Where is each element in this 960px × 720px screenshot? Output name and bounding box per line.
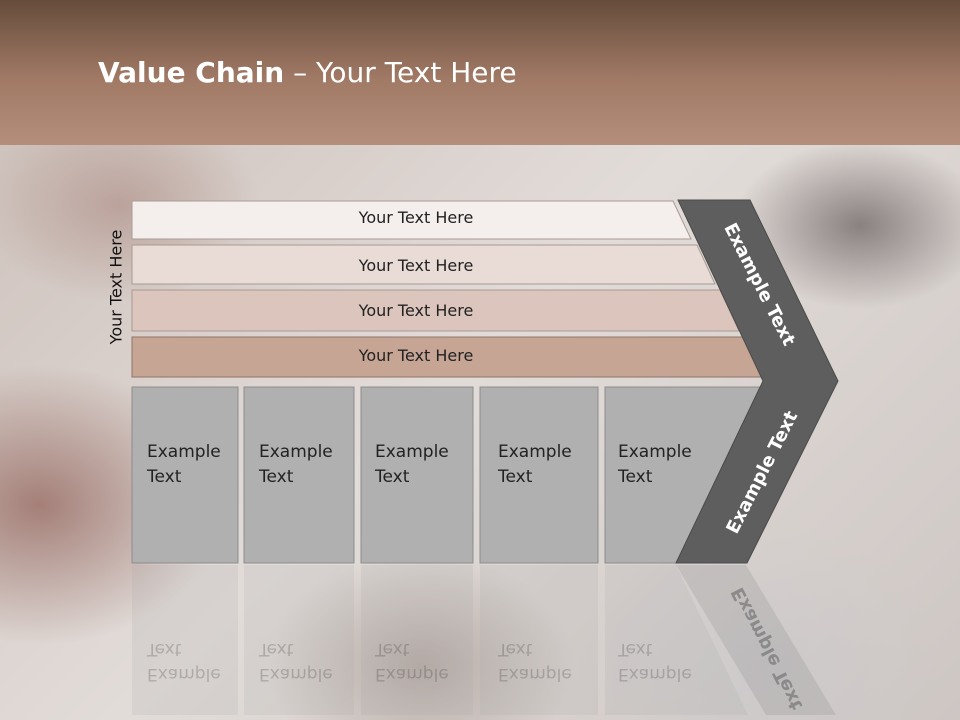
column-5-label: Example Text bbox=[618, 440, 710, 490]
column-5-label-line1: Example bbox=[618, 442, 692, 462]
column-1-label: Example Text bbox=[147, 440, 239, 490]
column-4-shape bbox=[479, 386, 599, 564]
slide-title-rest: – Your Text Here bbox=[284, 56, 517, 89]
chevron-shape bbox=[675, 199, 839, 564]
column-4-label: Example Text bbox=[498, 440, 590, 490]
column-5-reflection-line1: Example bbox=[618, 664, 692, 684]
column-2-label-line2: Text bbox=[259, 467, 294, 487]
column-5-reflection-line2: Text bbox=[618, 639, 653, 659]
column-1-reflection-line2: Text bbox=[147, 639, 182, 659]
bar-4-label: Your Text Here bbox=[358, 346, 474, 365]
column-4-label-reflection: Example Text bbox=[498, 636, 590, 686]
columns-reflection bbox=[132, 565, 836, 715]
column-1-label-reflection: Example Text bbox=[147, 636, 239, 686]
column-4-reflection-line1: Example bbox=[498, 664, 572, 684]
column-5-label-reflection: Example Text bbox=[618, 636, 710, 686]
column-2-shape bbox=[243, 386, 355, 564]
column-2-label-reflection: Example Text bbox=[259, 636, 351, 686]
column-4-reflection-line2: Text bbox=[498, 639, 533, 659]
bar-1-shape bbox=[131, 200, 692, 240]
bar-2-label: Your Text Here bbox=[358, 256, 474, 275]
column-1-label-line1: Example bbox=[147, 442, 221, 462]
column-3-label-line2: Text bbox=[375, 467, 410, 487]
column-1-shape bbox=[131, 386, 239, 564]
column-1-label-line2: Text bbox=[147, 467, 182, 487]
bar-3-label: Your Text Here bbox=[358, 301, 474, 320]
column-2-reflection-line1: Example bbox=[259, 664, 333, 684]
column-4-label-line2: Text bbox=[498, 467, 533, 487]
bar-2-shape bbox=[131, 244, 716, 285]
column-1-reflection-line1: Example bbox=[147, 664, 221, 684]
column-4-label-line1: Example bbox=[498, 442, 572, 462]
slide-title: Value Chain – Your Text Here bbox=[98, 56, 517, 89]
column-2-label-line1: Example bbox=[259, 442, 333, 462]
column-3-reflection-line1: Example bbox=[375, 664, 449, 684]
slide-title-bold: Value Chain bbox=[98, 56, 285, 89]
column-3-label-line1: Example bbox=[375, 442, 449, 462]
bar-1-label: Your Text Here bbox=[358, 208, 474, 227]
column-3-label: Example Text bbox=[375, 440, 467, 490]
column-3-reflection-line2: Text bbox=[375, 639, 410, 659]
column-5-label-line2: Text bbox=[618, 467, 653, 487]
column-3-label-reflection: Example Text bbox=[375, 636, 467, 686]
column-3-shape bbox=[360, 386, 474, 564]
title-banner bbox=[0, 0, 960, 145]
column-2-reflection-line2: Text bbox=[259, 639, 294, 659]
column-2-label: Example Text bbox=[259, 440, 351, 490]
